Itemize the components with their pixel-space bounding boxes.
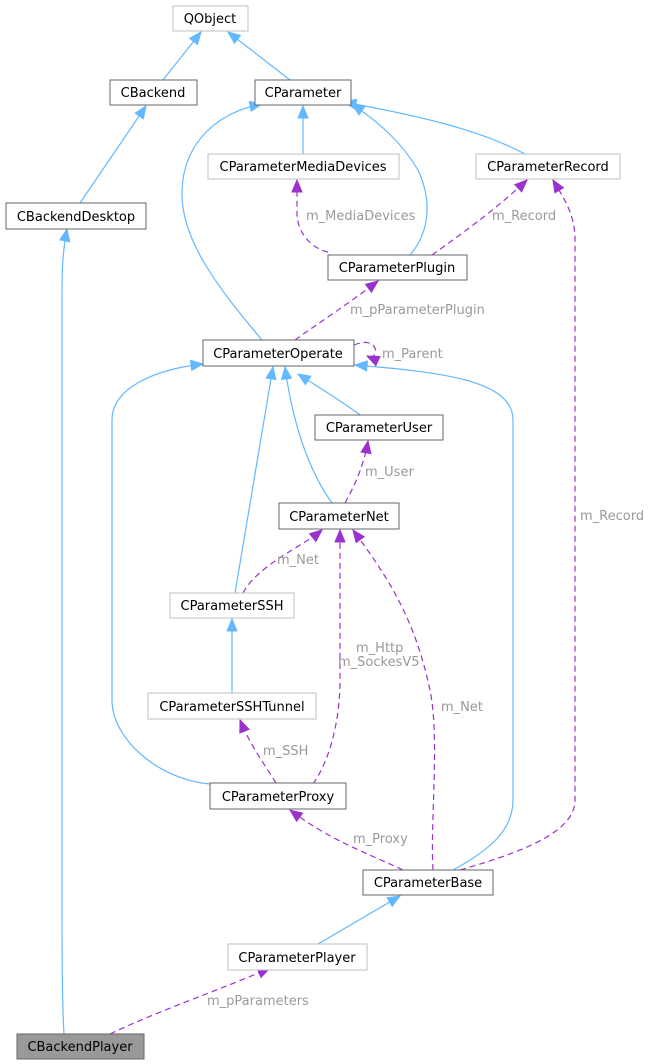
- edge-plugin-uses-record: [431, 180, 527, 256]
- node-cparameternet-label: CParameterNet: [289, 510, 389, 525]
- node-cparameteroperate-label: CParameterOperate: [213, 347, 343, 362]
- edge-operate-to-cparameter: [181, 104, 262, 341]
- label-m-mediadevices: m_MediaDevices: [306, 209, 416, 224]
- node-cparametermediadevices-label: CParameterMediaDevices: [220, 160, 387, 175]
- edge-cbackenddesktop-to-cbackend: [79, 106, 146, 204]
- node-cparameterssh[interactable]: CParameterSSH: [169, 592, 295, 619]
- edge-ssh-to-operate: [234, 367, 273, 594]
- label-m-pparameters: m_pParameters: [207, 994, 309, 1009]
- label-m-record-top: m_Record: [492, 209, 556, 224]
- edge-ssh-uses-net: [242, 530, 322, 594]
- node-cparameteruser[interactable]: CParameterUser: [314, 414, 444, 441]
- edge-player-to-base: [317, 896, 400, 945]
- label-m-http: m_Http: [356, 641, 403, 656]
- node-cbackenddesktop-label: CBackendDesktop: [17, 210, 135, 225]
- usage-edges: [109, 180, 576, 1035]
- edge-backendplayer-to-backenddesktop: [62, 229, 67, 1035]
- node-cparametermediadevices[interactable]: CParameterMediaDevices: [207, 153, 400, 180]
- label-m-net-bottom: m_Net: [441, 700, 483, 715]
- label-m-user: m_User: [365, 465, 414, 480]
- edge-labels: m_MediaDevices m_Record m_pParameterPlug…: [207, 209, 644, 1009]
- node-cparameterplayer[interactable]: CParameterPlayer: [227, 943, 368, 971]
- label-m-ssh: m_SSH: [263, 744, 308, 759]
- node-cbackendplayer[interactable]: CBackendPlayer: [16, 1033, 145, 1060]
- edge-net-uses-user: [344, 441, 368, 504]
- edge-base-uses-record: [459, 180, 576, 871]
- edge-operate-uses-self: [353, 342, 376, 356]
- node-cparameterrecord-label: CParameterRecord: [487, 160, 609, 175]
- inheritance-edges: [62, 32, 526, 1035]
- node-cbackend[interactable]: CBackend: [109, 79, 198, 106]
- node-cparameterplayer-label: CParameterPlayer: [238, 951, 356, 966]
- node-cparameterbase[interactable]: CParameterBase: [362, 869, 494, 896]
- edge-proxy-to-operate: [111, 364, 211, 785]
- label-m-proxy: m_Proxy: [353, 832, 408, 847]
- edge-proxy-uses-net: [312, 530, 340, 785]
- node-cparameterbase-label: CParameterBase: [374, 876, 482, 891]
- node-cparameternet[interactable]: CParameterNet: [278, 502, 400, 530]
- label-m-record-right: m_Record: [580, 509, 644, 524]
- node-cparameterplugin-label: CParameterPlugin: [339, 261, 456, 276]
- node-qobject-label: QObject: [184, 12, 237, 27]
- label-m-parent: m_Parent: [382, 347, 443, 362]
- edge-base-to-operate: [355, 365, 514, 871]
- node-cparameter[interactable]: CParameter: [254, 79, 352, 106]
- node-cbackenddesktop[interactable]: CBackendDesktop: [5, 202, 147, 230]
- edge-plugin-uses-mediadevices: [297, 180, 329, 253]
- node-cparameterproxy[interactable]: CParameterProxy: [209, 782, 347, 810]
- label-m-sockesv5: m_SockesV5: [338, 655, 420, 670]
- node-cparameterplugin[interactable]: CParameterPlugin: [327, 254, 468, 281]
- node-cbackendplayer-label: CBackendPlayer: [27, 1040, 133, 1055]
- edge-operate-uses-plugin: [294, 281, 378, 341]
- edge-cparameter-to-qobject: [228, 32, 291, 81]
- node-cparameterrecord[interactable]: CParameterRecord: [475, 153, 621, 180]
- edge-plugin-to-cparameter: [352, 104, 428, 256]
- node-cparameteroperate[interactable]: CParameterOperate: [202, 339, 355, 367]
- label-m-pparameterplugin: m_pParameterPlugin: [350, 303, 485, 318]
- nodes: QObject CBackend CParameter CBackendDesk…: [5, 5, 621, 1060]
- edge-cbackend-to-qobject: [162, 32, 201, 81]
- edge-base-uses-proxy: [290, 810, 404, 871]
- node-cparametersshtunnel[interactable]: CParameterSSHTunnel: [147, 692, 317, 720]
- edge-proxy-uses-sshtunnel: [240, 720, 277, 784]
- node-qobject[interactable]: QObject: [172, 5, 249, 32]
- edge-record-to-cparameter: [344, 102, 526, 155]
- node-cparameter-label: CParameter: [265, 86, 342, 101]
- node-cbackend-label: CBackend: [121, 86, 186, 101]
- edge-base-uses-net: [353, 530, 436, 871]
- node-cparameterssh-label: CParameterSSH: [181, 599, 284, 614]
- node-cparameteruser-label: CParameterUser: [326, 421, 433, 436]
- edge-user-to-operate: [298, 374, 361, 416]
- label-m-net-top: m_Net: [277, 553, 319, 568]
- edge-net-to-operate: [285, 367, 333, 504]
- node-cparameterproxy-label: CParameterProxy: [222, 790, 335, 805]
- edge-backendplayer-uses-player: [109, 967, 270, 1035]
- node-cparametersshtunnel-label: CParameterSSHTunnel: [159, 700, 304, 715]
